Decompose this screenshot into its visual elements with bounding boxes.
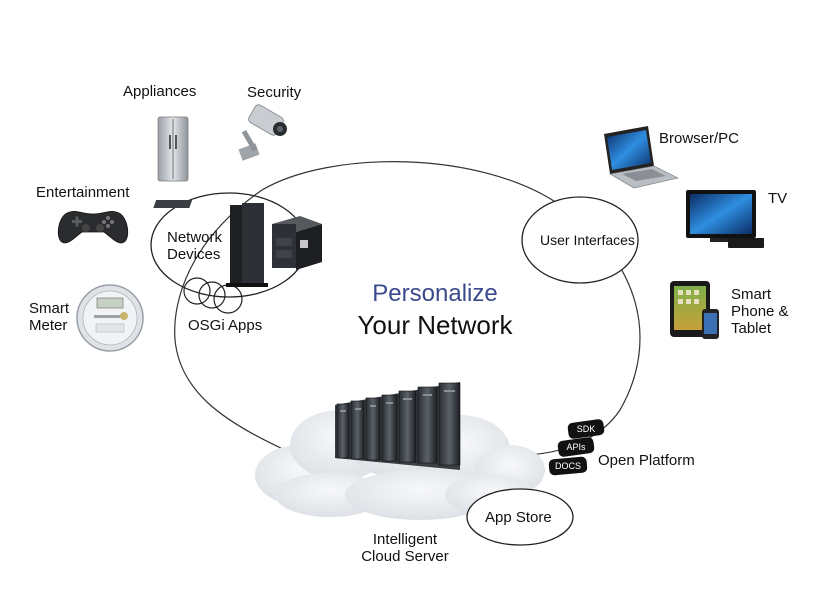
security-camera-icon xyxy=(238,104,287,161)
browser-pc-label: Browser/PC xyxy=(659,130,740,147)
security-label: Security xyxy=(247,84,302,101)
osgi-apps-label: OSGi Apps xyxy=(188,317,263,334)
smart-phone-label-3: Tablet xyxy=(731,320,772,337)
smart-meter-label-1: Smart xyxy=(29,300,70,317)
open-platform-label: Open Platform xyxy=(598,452,695,469)
cloud-server-label-1: Intelligent xyxy=(372,531,438,548)
refrigerator-icon xyxy=(157,116,189,182)
cloud-server-label-2: Cloud Server xyxy=(361,548,449,565)
heading-your-network: Your Network xyxy=(357,310,513,340)
router-icon xyxy=(153,200,268,287)
app-store-ring xyxy=(466,488,574,546)
entertainment-label: Entertainment xyxy=(36,184,130,201)
svg-text:APIs: APIs xyxy=(566,442,586,452)
server-rack-icon xyxy=(335,382,461,470)
user-interfaces-label: User Interfaces xyxy=(540,232,635,248)
smart-meter-icon xyxy=(76,284,144,352)
game-controller-icon xyxy=(57,211,129,244)
laptop-icon xyxy=(604,126,679,189)
osgi-rings xyxy=(183,277,243,314)
appliances-label: Appliances xyxy=(123,83,197,100)
tablet-icon xyxy=(670,281,710,337)
smart-meter-label-2: Meter xyxy=(29,317,68,334)
smartphone-icon xyxy=(702,309,719,339)
sdk-badge: SDK xyxy=(567,419,605,439)
tv-icon xyxy=(686,190,764,248)
heading-personalize: Personalize xyxy=(372,280,498,307)
smart-phone-label-1: Smart xyxy=(731,286,772,303)
user-interfaces-ring xyxy=(521,196,639,284)
smart-phone-label-2: Phone & xyxy=(731,303,789,320)
app-store-label: App Store xyxy=(485,509,552,526)
network-devices-label-2: Devices xyxy=(167,246,221,263)
nas-storage-icon xyxy=(272,216,322,270)
network-devices-label-1: Network xyxy=(167,229,223,246)
apis-badge: APIs xyxy=(557,437,595,457)
tv-label: TV xyxy=(768,190,788,207)
docs-badge: DOCS xyxy=(548,456,588,476)
svg-text:SDK: SDK xyxy=(577,424,596,434)
svg-text:DOCS: DOCS xyxy=(555,461,581,471)
